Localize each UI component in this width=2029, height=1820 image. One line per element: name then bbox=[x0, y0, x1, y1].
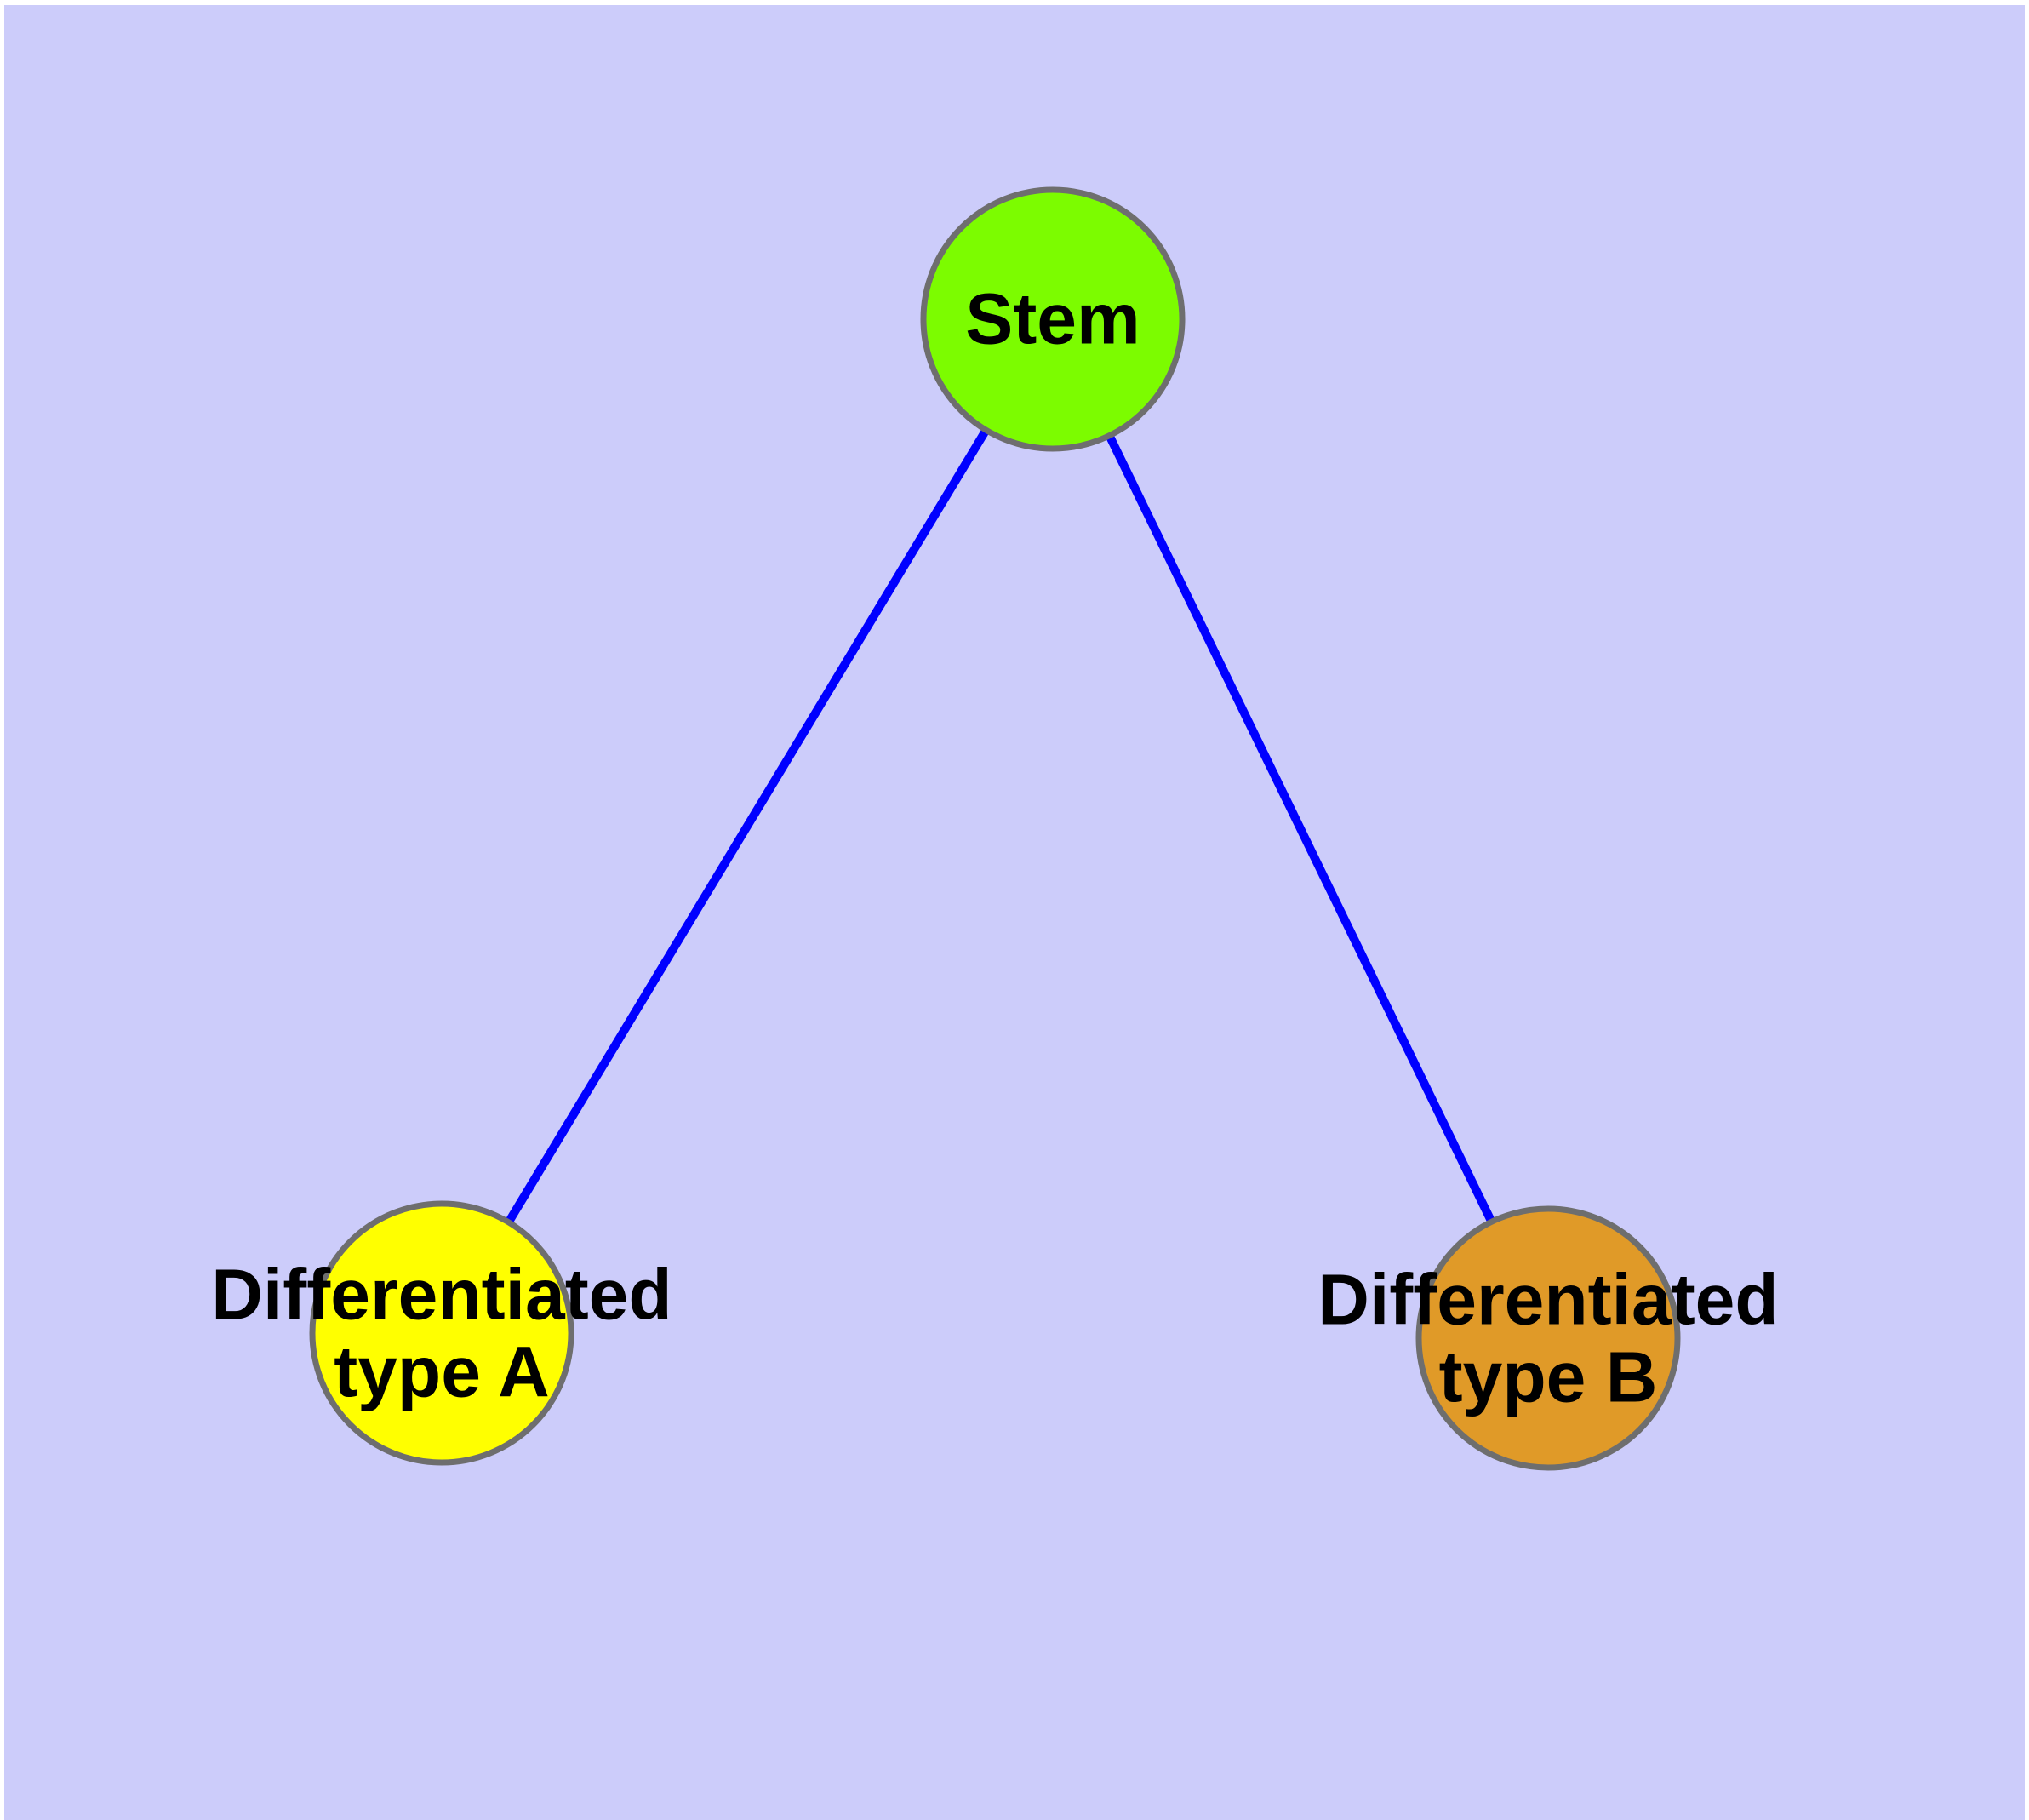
edge-stem-diff-a[interactable] bbox=[504, 426, 991, 1227]
node-diff_b[interactable] bbox=[1415, 1205, 1681, 1471]
edge-stem-diff-b[interactable] bbox=[1105, 432, 1496, 1226]
node-layer bbox=[309, 186, 1681, 1471]
edge-layer bbox=[504, 426, 1496, 1227]
node-diff_a[interactable] bbox=[309, 1200, 574, 1466]
node-stem[interactable] bbox=[920, 186, 1186, 452]
